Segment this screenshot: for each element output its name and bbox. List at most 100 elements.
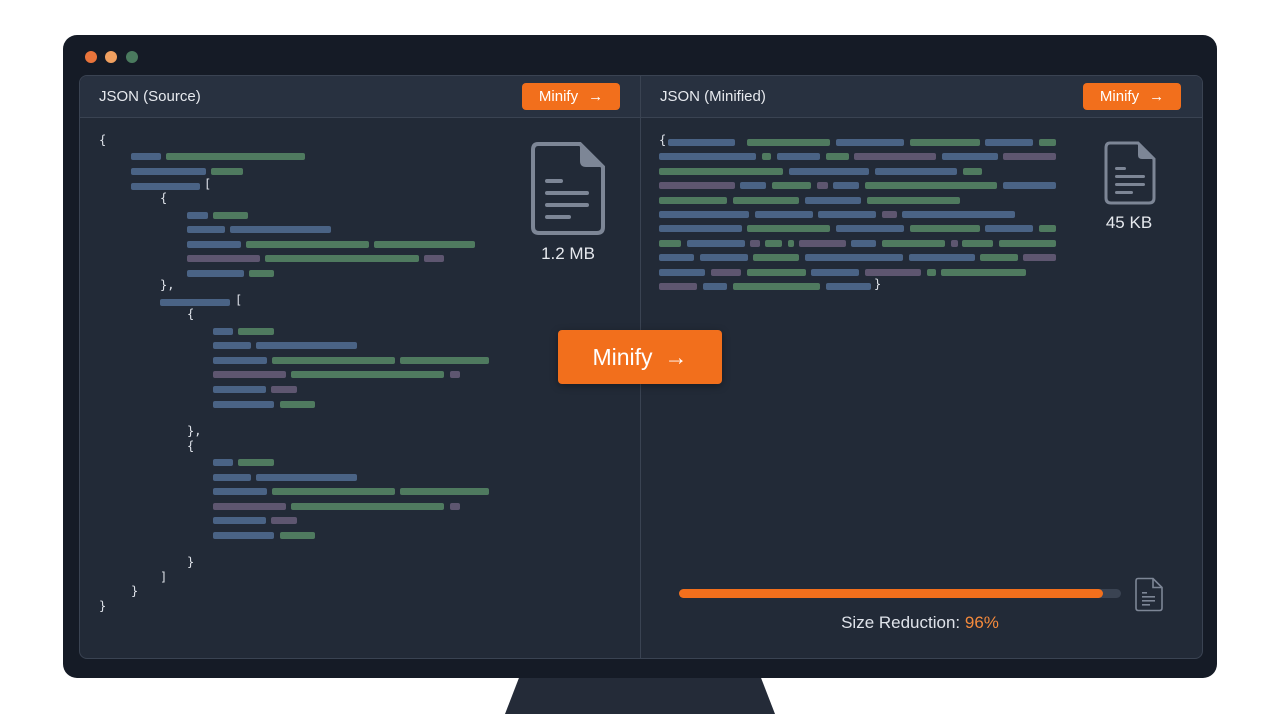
minified-minify-button[interactable]: Minify → (1083, 83, 1181, 110)
source-minify-button[interactable]: Minify → (522, 83, 620, 110)
code-token (280, 532, 315, 539)
minified-code-view[interactable]: {} (641, 76, 1202, 658)
code-token (985, 139, 1033, 146)
code-bracket: { (659, 133, 667, 147)
code-token (659, 254, 694, 262)
code-token (213, 386, 266, 393)
code-token (424, 255, 444, 262)
minify-button[interactable]: Minify → (558, 330, 722, 384)
code-bracket: { (187, 439, 195, 453)
code-token (753, 254, 799, 262)
window-close-dot[interactable] (85, 51, 97, 63)
code-token (700, 254, 748, 262)
code-token (962, 239, 993, 247)
minified-panel-title: JSON (Minified) (660, 88, 766, 105)
size-reduction-value: 96% (964, 613, 999, 632)
code-token (980, 254, 1018, 262)
source-panel-header: JSON (Source) Minify → (80, 76, 640, 118)
code-token (659, 153, 756, 161)
code-token (941, 268, 1026, 276)
code-bracket: }, (187, 424, 202, 438)
code-token (875, 167, 957, 175)
code-token (951, 239, 958, 247)
code-token (668, 139, 735, 146)
code-token (851, 239, 876, 247)
window-minimize-dot[interactable] (105, 51, 117, 63)
code-token (187, 255, 260, 262)
size-reduction-label: Size Reduction: (841, 613, 961, 632)
minified-panel: JSON (Minified) Minify → {} 45 KB (641, 76, 1202, 658)
code-token (211, 168, 243, 175)
code-token (230, 226, 331, 233)
code-token (811, 268, 859, 276)
code-token (826, 153, 849, 161)
code-token (818, 211, 876, 218)
code-token (1003, 153, 1056, 161)
minify-button-label: Minify (592, 343, 653, 370)
code-token (687, 239, 745, 247)
code-token (659, 196, 727, 204)
code-token (985, 225, 1033, 233)
code-bracket: { (99, 133, 107, 147)
code-token (187, 212, 208, 219)
code-token (659, 268, 705, 276)
progress-fill (679, 589, 1104, 598)
code-token (450, 371, 460, 378)
code-token (400, 357, 489, 364)
code-token (213, 212, 248, 219)
code-token (213, 503, 286, 510)
code-token (450, 503, 460, 510)
code-bracket: } (874, 277, 882, 291)
button-label: Minify (1099, 88, 1140, 105)
code-bracket: } (187, 555, 195, 569)
code-token (256, 342, 357, 349)
file-icon (1135, 577, 1163, 612)
code-token (750, 239, 760, 247)
arrow-right-icon: → (664, 343, 688, 370)
code-token (942, 153, 998, 161)
code-token (213, 371, 286, 378)
code-token (747, 139, 830, 146)
code-token (374, 241, 475, 248)
code-bracket: { (160, 191, 168, 205)
window-maximize-dot[interactable] (126, 51, 138, 63)
code-token (659, 167, 783, 175)
code-token (805, 254, 903, 262)
code-token (271, 517, 297, 524)
source-code-view[interactable]: {[{},[{},{}]}} (80, 76, 640, 658)
code-token (272, 488, 395, 495)
code-token (910, 139, 980, 146)
code-bracket: { (187, 307, 195, 321)
code-token (213, 328, 233, 335)
code-token (755, 211, 813, 218)
code-token (213, 532, 274, 539)
code-token (213, 459, 233, 466)
code-token (740, 182, 766, 190)
code-token (836, 225, 904, 233)
code-token (789, 167, 869, 175)
minified-panel-header: JSON (Minified) Minify → (641, 76, 1202, 118)
file-icon (1104, 141, 1156, 205)
arrow-right-icon: → (588, 88, 604, 105)
code-token (659, 239, 681, 247)
code-token (246, 241, 369, 248)
code-token (166, 153, 305, 160)
code-token (271, 386, 297, 393)
source-panel-title: JSON (Source) (99, 88, 201, 105)
code-token (187, 226, 225, 233)
code-token (910, 225, 980, 233)
code-token (131, 168, 206, 175)
code-token (833, 182, 859, 190)
code-bracket: [ (204, 177, 212, 191)
code-token (865, 182, 997, 190)
code-token (799, 239, 846, 247)
source-file-size: 1.2 MB (541, 244, 595, 263)
code-token (1023, 254, 1056, 262)
code-token (213, 342, 251, 349)
code-token (213, 488, 267, 495)
code-token (788, 239, 794, 247)
size-reduction-progress (679, 589, 1121, 598)
code-token (733, 196, 799, 204)
code-token (249, 270, 274, 277)
